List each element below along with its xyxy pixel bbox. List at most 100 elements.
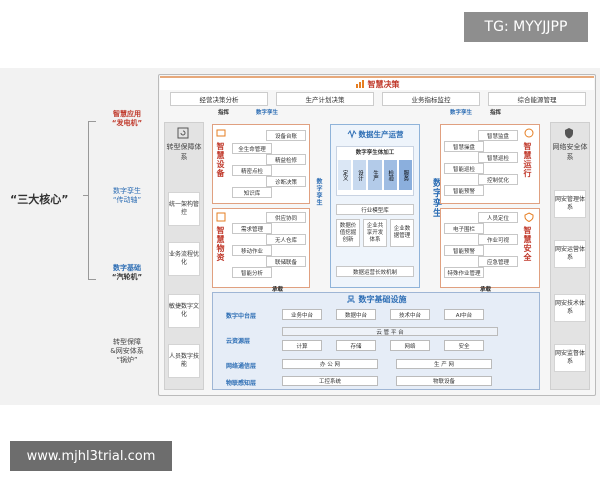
network-icon bbox=[347, 295, 354, 303]
data-ops-icon bbox=[347, 129, 356, 139]
infra-chip: 业务中台 bbox=[282, 309, 322, 320]
watermark-url: www.mjhl3trial.com bbox=[10, 441, 172, 471]
support-label-right: 指挥 bbox=[490, 110, 502, 116]
infrastructure-panel bbox=[212, 292, 540, 390]
process-step: 设计 bbox=[353, 160, 367, 190]
device-item: 设备台账 bbox=[266, 130, 306, 141]
decision-item: 业务指标监控 bbox=[382, 92, 480, 106]
ops-item: 智慧监盘 bbox=[478, 130, 518, 141]
process-step: 服务 bbox=[398, 160, 413, 190]
label-guarantee: 转型保障&网安体系“锅炉” bbox=[110, 338, 144, 364]
infra-row-label: 网络通信层 bbox=[226, 363, 257, 370]
safety-item: 特殊作业管理 bbox=[444, 267, 484, 278]
process-step: 检验 bbox=[383, 160, 397, 190]
bracket bbox=[88, 121, 96, 280]
infra-row-label: 物联感知层 bbox=[226, 380, 257, 387]
ops-item: 智能巡检 bbox=[444, 163, 484, 174]
ops-item: 智能预警 bbox=[444, 185, 484, 196]
carry-label-right: 承载 bbox=[480, 287, 492, 293]
ops-item: 智慧巡检 bbox=[478, 152, 518, 163]
infra-chip: 办 公 网 bbox=[282, 359, 378, 369]
process-step: 生产 bbox=[368, 160, 382, 190]
infra-chip: 物联设备 bbox=[396, 376, 492, 386]
data-ops-header: 数据生产运营 bbox=[336, 126, 414, 142]
material-item: 供应协同 bbox=[266, 212, 306, 223]
guarantee-title: 转型保障体系 bbox=[166, 143, 202, 161]
security-title: 网络安全体系 bbox=[552, 143, 588, 161]
ops-mechanism: 数据运营长效机制 bbox=[336, 266, 414, 277]
twin-vertical-right: 数字孪生 bbox=[431, 178, 441, 218]
bar-chart-icon bbox=[355, 80, 364, 88]
box-icon bbox=[216, 212, 226, 222]
material-item: 联储联备 bbox=[266, 256, 306, 267]
twin-label-right: 数字孪生 bbox=[450, 110, 473, 116]
label-digital-base: 数字基础“汽轮机” bbox=[111, 264, 143, 281]
process-step: 定义 bbox=[338, 160, 352, 190]
bracket-tick bbox=[83, 195, 89, 196]
label-digital-twin: 数字孪生“传动轴” bbox=[112, 187, 142, 204]
process-steps: 定义 设计 生产 检验 服务 bbox=[338, 160, 413, 190]
security-item: 网安管理体系 bbox=[554, 190, 586, 218]
smart-ops-title: 智慧运行 bbox=[523, 142, 532, 178]
twin-vertical-left: 数字孪生 bbox=[315, 178, 322, 206]
decision-item: 综合能源管理 bbox=[488, 92, 586, 106]
safety-item: 智能预警 bbox=[444, 245, 484, 256]
material-item: 移动作业 bbox=[232, 245, 272, 256]
twin-processing-title: 数字孪生体加工 bbox=[355, 150, 395, 156]
center-box: 企业共享开发体系 bbox=[363, 219, 387, 247]
twin-label-left: 数字孪生 bbox=[256, 110, 279, 116]
carry-label-left: 承载 bbox=[272, 287, 284, 293]
safety-item: 作业可视 bbox=[478, 234, 518, 245]
watermark-top: TG: MYYJJPP bbox=[464, 12, 588, 42]
device-icon bbox=[216, 129, 226, 137]
guarantee-item: 统一架构管控 bbox=[168, 192, 200, 226]
device-item: 精密点检 bbox=[232, 165, 272, 176]
center-box: 企业数据管理 bbox=[390, 219, 414, 247]
cloud-platform: 云 管 平 台 bbox=[282, 327, 498, 336]
device-item: 诊断决策 bbox=[266, 176, 306, 187]
device-item: 全生命管理 bbox=[232, 143, 272, 154]
infra-chip: AI中台 bbox=[444, 309, 484, 320]
security-item: 网安监督体系 bbox=[554, 344, 586, 372]
decision-item: 经营决策分析 bbox=[170, 92, 268, 106]
shield-check-icon bbox=[524, 212, 534, 222]
support-label-left: 指挥 bbox=[218, 110, 230, 116]
decision-row: 经营决策分析 生产计划决策 业务指标监控 综合能源管理 bbox=[170, 92, 586, 106]
device-item: 知识库 bbox=[232, 187, 272, 198]
ops-icon bbox=[524, 128, 534, 138]
data-ops-title: 数据生产运营 bbox=[358, 129, 404, 139]
material-item: 需求管理 bbox=[232, 223, 272, 234]
three-cores-label: “三大核心” bbox=[10, 193, 69, 206]
center-box: 数据价值挖掘创新 bbox=[336, 219, 360, 247]
infra-row-label: 云资源层 bbox=[226, 338, 251, 345]
infra-chip: 计算 bbox=[282, 340, 322, 351]
safety-item: 应急管理 bbox=[478, 256, 518, 267]
label-smart-app: 智慧应用“发电机” bbox=[111, 110, 143, 127]
material-item: 无人仓库 bbox=[266, 234, 306, 245]
infra-row-label: 数字中台层 bbox=[226, 313, 257, 320]
industry-model-library: 行业模型库 bbox=[336, 204, 414, 215]
security-item: 网安技术体系 bbox=[554, 294, 586, 322]
guarantee-item: 业务流程优化 bbox=[168, 242, 200, 276]
guarantee-item: 敏捷数字文化 bbox=[168, 294, 200, 328]
infra-title: 数字基础设施 bbox=[358, 295, 407, 304]
smart-material-title: 智慧物资 bbox=[216, 226, 225, 262]
security-item: 网安运营体系 bbox=[554, 240, 586, 268]
infra-header: 数字基础设施 bbox=[212, 294, 540, 305]
smart-device-title: 智慧设备 bbox=[216, 142, 225, 178]
safety-item: 人员定位 bbox=[478, 212, 518, 223]
infra-chip: 数据中台 bbox=[336, 309, 376, 320]
infra-chip: 生 产 网 bbox=[396, 359, 492, 369]
infra-chip: 安全 bbox=[444, 340, 484, 351]
smart-decision-title: 智慧决策 bbox=[367, 79, 400, 89]
infra-chip: 技术中台 bbox=[390, 309, 430, 320]
device-item: 精益检修 bbox=[266, 154, 306, 165]
shield-icon bbox=[565, 128, 573, 139]
smart-safety-title: 智慧安全 bbox=[523, 226, 532, 262]
guarantee-item: 人员数字技能 bbox=[168, 344, 200, 378]
infra-chip: 网络 bbox=[390, 340, 430, 351]
ops-item: 控制优化 bbox=[478, 174, 518, 185]
decision-item: 生产计划决策 bbox=[276, 92, 374, 106]
infra-chip: 存储 bbox=[336, 340, 376, 351]
safety-item: 电子围栏 bbox=[444, 223, 484, 234]
